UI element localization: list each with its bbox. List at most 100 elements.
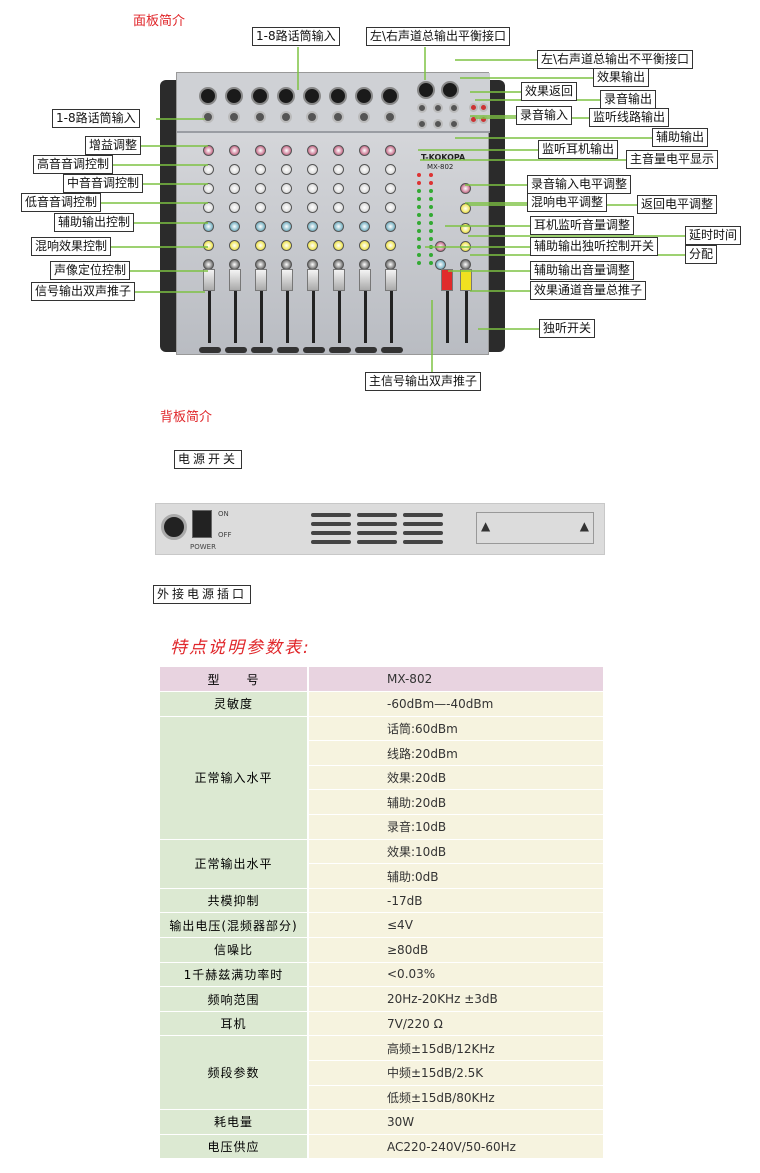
channel-knob [385,164,396,175]
level-meter-led [417,245,421,249]
channel-knob [333,164,344,175]
spec-key: 1千赫兹满功率时 [160,962,309,988]
channel-knob [307,145,318,156]
master-knob [460,183,471,194]
level-meter-led [417,189,421,193]
main-xlr-out [441,81,459,99]
channel-knob [255,145,266,156]
spec-key: 输出电压(混频器部分) [160,912,309,939]
channel-select-button [199,347,221,353]
fader-track [286,283,289,343]
spec-row: 效果:20dB [160,765,603,791]
connector-row [177,73,490,133]
label-mid: 中音音调控制 [63,174,144,193]
spec-value: 20Hz-20KHz ±3dB [308,986,603,1012]
warning-icon: ▲ [481,519,491,533]
channel-knob [359,221,370,232]
level-meter-led [417,205,421,209]
channel-knob [203,164,214,175]
xlr-input [199,87,217,105]
channel-knob [333,202,344,213]
back-panel-title: 背板简介 [160,410,213,425]
label-return-level: 返回电平调整 [637,195,718,214]
channel-select-button [251,347,273,353]
spec-value: 效果:20dB [308,765,603,791]
channel-knob [203,202,214,213]
label-treble: 高音音调控制 [33,155,114,174]
spec-key: 耳机 [160,1011,309,1037]
channel-knob [229,202,240,213]
channel-select-button [381,347,403,353]
xlr-input [329,87,347,105]
channel-knob [203,183,214,194]
output-jack [417,103,427,113]
level-meter-led [417,261,421,265]
line-input-jack [202,111,214,123]
line-input-jack [306,111,318,123]
spec-table-title: 特点说明参数表: [170,638,311,658]
spec-row: 输出电压(混频器部分)≤4V [160,912,603,939]
spec-key: 耗电量 [160,1109,309,1135]
label-mic-input-top: 1-8路话筒输入 [252,27,340,46]
spec-value: <0.03% [308,962,603,988]
channel-knob [255,183,266,194]
main-fader [441,269,453,291]
channel-knob [229,145,240,156]
level-meter-led [429,237,433,241]
label-mic-input-left: 1-8路话筒输入 [52,109,140,128]
label-phones-out: 监听耳机输出 [538,140,619,159]
channel-knob [281,202,292,213]
rca-jack [479,103,488,112]
label-assign: 分配 [685,245,718,264]
label-balanced-out: 左\右声道总输出平衡接口 [366,27,511,46]
spec-row: 正常输入水平话筒:60dBm [160,716,603,840]
channel-knob [307,164,318,175]
label-monitor-line-out: 监听线路输出 [589,108,670,127]
channel-fader [229,269,241,291]
spec-value: 辅助:0dB [308,863,603,889]
mixer-back-panel: ON OFF POWER ▲▲ [155,503,605,555]
label-bass: 低音音调控制 [21,193,102,212]
spec-row: 灵敏度-60dBm—-40dBm [160,691,603,717]
level-meter-led [429,221,433,225]
vent-slot [311,513,351,517]
channel-knob [359,240,370,251]
spec-value: -17dB [308,888,603,914]
spec-value: 录音:10dB [308,814,603,840]
label-unbalanced-out: 左\右声道总输出不平衡接口 [537,50,694,69]
line-input-jack [358,111,370,123]
level-meter-led [429,213,433,217]
label-pan: 声像定位控制 [50,261,131,280]
spec-row: 录音:10dB [160,814,603,840]
fx-fader-track [465,283,468,343]
xlr-input [303,87,321,105]
spec-key: 灵敏度 [160,691,309,717]
fader-track [234,283,237,343]
label-fx-out: 效果输出 [593,68,650,87]
vent-slot [403,540,443,544]
power-switch[interactable] [192,510,212,538]
fx-master-fader [460,269,472,291]
spec-row: 正常输出水平效果:10dB [160,839,603,889]
spec-key: 正常输出水平 [160,839,309,889]
spec-key: 共模抑制 [160,888,309,914]
level-meter-led [417,181,421,185]
off-label: OFF [218,531,232,539]
spec-row: 信噪比≥80dB [160,937,603,963]
vent-slot [311,540,351,544]
spec-row: 频段参数高频±15dB/12KHz [160,1035,603,1111]
mixer-front-panel: T-KOKOPA MX-802 [160,72,505,355]
channel-select-button [355,347,377,353]
label-delay-time: 延时时间 [685,226,742,245]
label-gain: 增益调整 [85,136,142,155]
channel-knob [333,240,344,251]
label-rec-in: 录音输入 [516,106,573,125]
on-label: ON [218,510,229,518]
level-meter-led [417,213,421,217]
channel-knob [281,221,292,232]
label-power-switch: 电源开关 [174,450,243,469]
spec-value: MX-802 [308,667,603,693]
